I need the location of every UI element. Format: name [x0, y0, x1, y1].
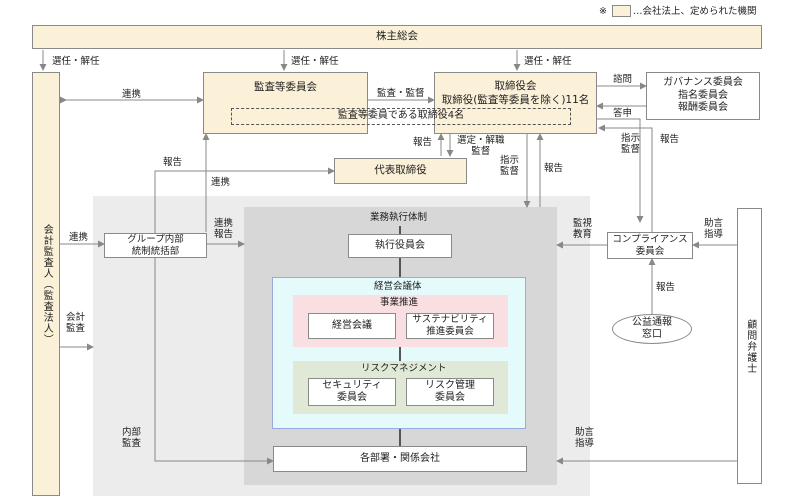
- whistleblower-line1: 公益通報: [632, 316, 672, 328]
- risk-management-title: リスクマネジメント: [361, 363, 447, 374]
- internal-audit-line1: 内部: [122, 427, 142, 438]
- report-label-group: 報告: [163, 157, 183, 168]
- security-line2: 委員会: [337, 392, 367, 403]
- instruct-supervise-label-compliance: 指示 監督: [621, 133, 640, 156]
- instruct-line2: 監督: [500, 166, 520, 178]
- elect-supervise-label: 選定・解職 監督: [457, 135, 505, 158]
- instruct-supervise-label-execution: 指示 監督: [500, 155, 519, 178]
- monitor-educate-label: 監視 教育: [573, 218, 592, 241]
- management-meeting: 経営会議: [308, 313, 396, 339]
- cooperation-report-label: 連携 報告: [214, 218, 233, 241]
- whistleblower-window: 公益通報 窓口: [612, 314, 692, 344]
- report-label-compliance: 報告: [660, 134, 680, 145]
- board-title: 取締役会: [494, 80, 537, 92]
- elect-supervise-line2: 監督: [471, 146, 491, 158]
- compliance-committee: コンプライアンス 委員会: [607, 232, 693, 259]
- legend-swatch: [612, 5, 631, 17]
- executive-officers-meeting: 執行役員会: [348, 234, 452, 258]
- advice-dept-line2: 指導: [575, 438, 595, 450]
- coop-report-line1: 連携: [214, 218, 234, 229]
- accounting-audit-line2: 監査: [66, 323, 86, 335]
- legend-text: …会社法上、定められた機関: [633, 6, 757, 17]
- advice-line1: 助言: [704, 218, 724, 229]
- governance-committees: ガバナンス委員会 指名委員会 報酬委員会: [646, 72, 760, 120]
- compliance-line2: 委員会: [635, 245, 665, 257]
- instruct-line1: 指示: [500, 155, 520, 166]
- security-committee: セキュリティ 委員会: [308, 378, 396, 406]
- monitor-line1: 監視: [573, 218, 593, 229]
- internal-audit-line2: 監査: [122, 438, 142, 450]
- elect-dismiss-label-audit-committee: 選任・解任: [291, 56, 339, 67]
- instruct-compliance-line1: 指示: [621, 133, 641, 144]
- cooperation-label-top: 連携: [122, 89, 142, 100]
- departments-affiliates: 各部署・関係会社: [273, 446, 527, 472]
- sustainability-line2: 推進委員会: [426, 326, 474, 337]
- compensation-committee-line: 報酬委員会: [678, 102, 728, 114]
- legend-mark: ※: [599, 6, 607, 17]
- advice-guidance-label-compliance: 助言 指導: [704, 218, 723, 241]
- sustainability-line1: サステナビリティ: [412, 314, 488, 326]
- management-meeting-label: 経営会議: [332, 319, 372, 331]
- security-line1: セキュリティ: [322, 379, 382, 391]
- governance-committee-line: ガバナンス委員会: [663, 77, 743, 89]
- internal-audit-label: 内部 監査: [122, 427, 141, 450]
- elect-supervise-line1: 選定・解職: [457, 135, 505, 146]
- execution-system-title: 業務執行体制: [370, 212, 428, 223]
- whistleblower-line2: 窓口: [642, 329, 662, 340]
- nomination-committee-line: 指名委員会: [678, 89, 728, 101]
- group-internal-line2: 統制統括部: [131, 245, 180, 257]
- advice-dept-line1: 助言: [575, 427, 595, 438]
- advice-line2: 指導: [704, 229, 724, 241]
- report-label-whistleblower: 報告: [656, 282, 676, 293]
- business-promotion-title: 事業推進: [380, 297, 419, 308]
- accounting-audit-line1: 会計: [66, 312, 86, 323]
- elect-dismiss-label-auditor: 選任・解任: [52, 56, 100, 67]
- report-label-rep: 報告: [413, 137, 433, 148]
- group-internal-control: グループ内部 統制統括部: [104, 233, 207, 258]
- coop-report-line2: 報告: [214, 229, 234, 241]
- management-body-title: 経営会議体: [374, 281, 422, 292]
- group-internal-line1: グループ内部: [127, 233, 184, 245]
- monitor-line2: 教育: [573, 229, 593, 241]
- legal-advisor: 顧問弁護士: [737, 208, 762, 484]
- representative-director: 代表取締役: [334, 158, 467, 184]
- compliance-line1: コンプライアンス: [612, 233, 688, 245]
- cooperation-label-group-audit: 連携: [211, 177, 231, 188]
- risk-management-committee: リスク管理 委員会: [406, 378, 494, 406]
- sustainability-committee: サステナビリティ 推進委員会: [406, 313, 494, 339]
- audit-committee: 監査等委員会: [203, 72, 368, 134]
- risk-line2: 委員会: [435, 392, 465, 403]
- advice-guidance-label-departments: 助言 指導: [575, 427, 594, 450]
- audit-supervise-label: 監査・監督: [377, 88, 425, 99]
- cooperation-label-auditor-group: 連携: [69, 232, 89, 243]
- risk-line1: リスク管理: [425, 379, 475, 391]
- shareholders-meeting: 株主総会: [32, 25, 762, 49]
- accounting-audit-label: 会計 監査: [66, 312, 85, 335]
- audit-committee-title: 監査等委員会: [254, 81, 317, 93]
- elect-dismiss-label-board: 選任・解任: [524, 56, 572, 67]
- report-label-execution: 報告: [544, 163, 564, 174]
- accounting-auditor: 会計監査人（監査法人）: [32, 72, 60, 496]
- board-subtitle: 取締役(監査等委員を除く)11名: [441, 94, 590, 106]
- consult-label: 諮問: [613, 74, 633, 85]
- board-of-directors: 取締役会 取締役(監査等委員を除く)11名: [434, 72, 597, 134]
- instruct-compliance-line2: 監督: [621, 144, 641, 156]
- answer-label: 答申: [613, 108, 633, 119]
- audit-committee-directors: 監査等委員である取締役4名: [231, 108, 571, 125]
